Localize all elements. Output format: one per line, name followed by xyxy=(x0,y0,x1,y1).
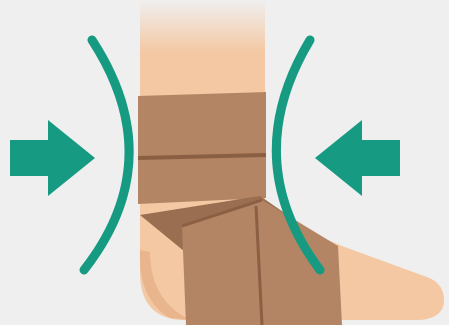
bandage-upper-wrap xyxy=(138,92,266,204)
